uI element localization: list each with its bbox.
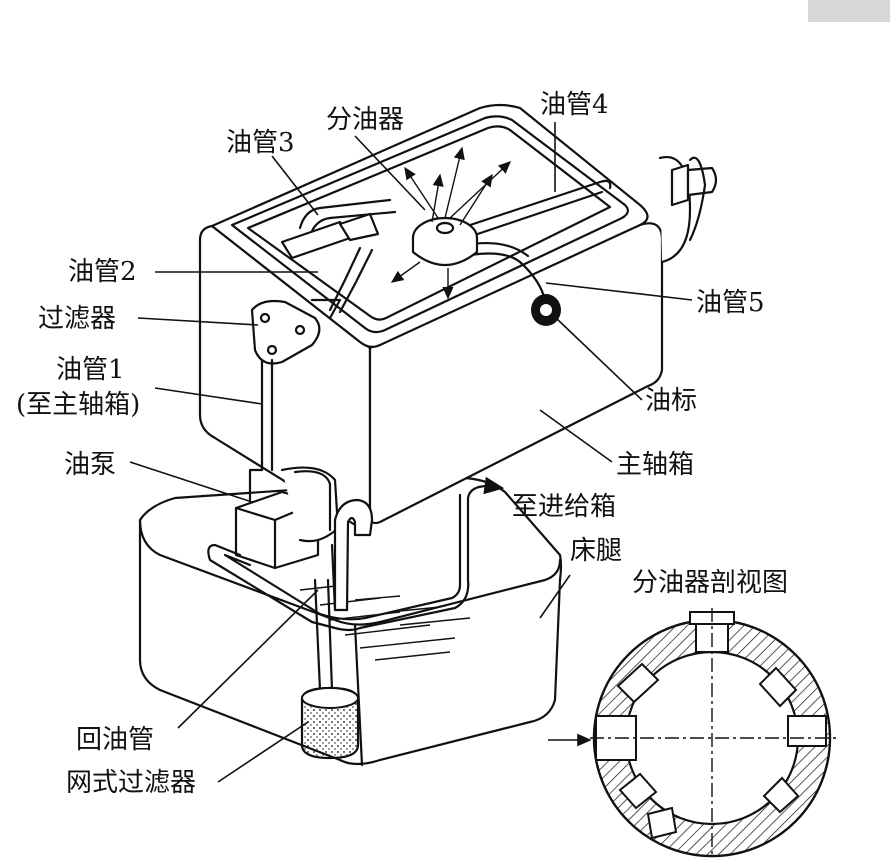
label-filter: 过滤器	[38, 304, 117, 334]
distributor-section-view	[548, 608, 838, 858]
label-oil-pipe-4: 油管4	[540, 90, 609, 120]
pump-and-pipes	[207, 358, 505, 692]
label-mesh-filter: 网式过滤器	[66, 768, 197, 798]
label-to-headstock: (至主轴箱)	[16, 390, 141, 420]
label-oil-pump: 油泵	[64, 450, 117, 480]
label-headstock: 主轴箱	[616, 450, 695, 480]
label-to-feed-box: 至进给箱	[512, 492, 617, 522]
label-section-view: 分油器剖视图	[632, 568, 789, 598]
label-oil-gauge: 油标	[645, 386, 698, 416]
mesh-filter	[300, 686, 360, 760]
oil-distributor	[390, 146, 512, 300]
label-oil-pipe-5: 油管5	[696, 288, 765, 318]
label-oil-pipe-1: 油管1	[56, 355, 125, 385]
leader-lines	[129, 122, 693, 783]
oil-gauge	[531, 294, 561, 326]
scan-artifact	[808, 0, 890, 22]
top-pipes	[280, 179, 612, 314]
label-distributor: 分油器	[326, 105, 405, 135]
label-oil-pipe-3: 油管3	[226, 128, 295, 158]
label-bed-leg: 床腿	[570, 536, 623, 566]
label-oil-pipe-2: 油管2	[68, 257, 137, 287]
filter-housing	[250, 298, 342, 365]
label-return-pipe: 回油管	[76, 725, 155, 755]
